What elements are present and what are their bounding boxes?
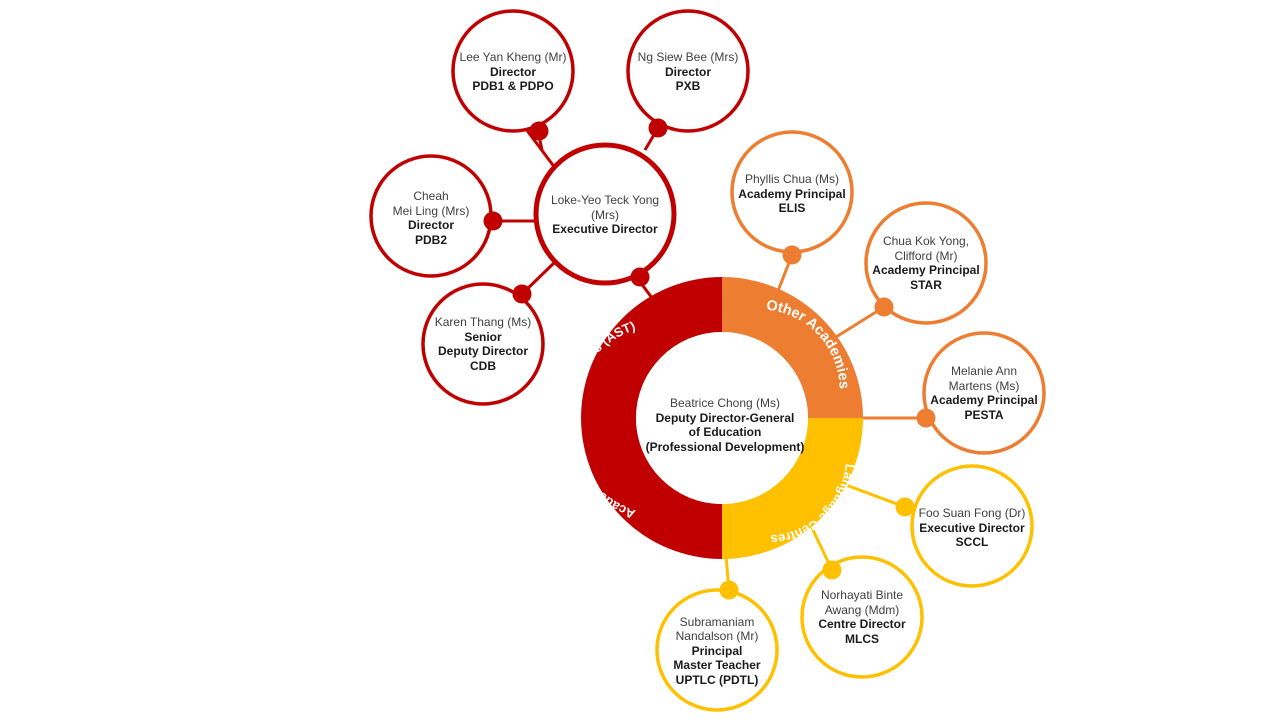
circle-loke-yeo	[533, 142, 677, 286]
circle-ng-siew-bee	[626, 9, 750, 133]
center-node-role-line: Deputy Director-General	[655, 410, 795, 425]
circle-foo-suan-fong	[910, 464, 1034, 588]
ring-segment-language-centres	[722, 418, 863, 559]
connector-dot	[529, 121, 549, 141]
node-name-line: Ng Siew Bee (Mrs)	[637, 50, 739, 65]
center-node-role-line: of Education	[688, 425, 762, 439]
connector-dot	[916, 408, 936, 428]
node-name-line: Clifford (Mr)	[894, 248, 958, 263]
connector-dot	[648, 118, 668, 138]
connector-dot	[630, 267, 650, 287]
director-node-pdb1: Lee Yan Kheng (Mr) Director PDB1 & PDPO	[453, 42, 573, 102]
academy-node-elis: Phyllis Chua (Ms) Academy Principal ELIS	[732, 164, 852, 224]
node-role-line: UPTLC (PDTL)	[675, 672, 759, 687]
connector-dot	[512, 284, 532, 304]
node-name-line: Nandalson (Mr)	[675, 629, 759, 644]
connector-dot	[874, 297, 894, 317]
node-role-line: Deputy Director	[437, 344, 529, 358]
node-name-line: Lee Yan Kheng (Mr)	[459, 50, 567, 65]
center-node: Beatrice Chong (Ms) Deputy Director-Gene…	[644, 380, 806, 470]
node-name-line: Subramaniam	[679, 614, 755, 629]
node-name-line: Melanie Ann	[950, 364, 1018, 378]
circle-norhayati	[800, 555, 924, 679]
language-centre-node-sccl: Foo Suan Fong (Dr) Executive Director SC…	[912, 498, 1032, 558]
node-role-line: Principal	[691, 643, 743, 658]
node-name-line: Awang (Mdm)	[824, 602, 900, 617]
node-name-line: Chua Kok Yong,	[882, 234, 970, 248]
node-role-line: Academy Principal	[738, 186, 846, 201]
connector-dot	[483, 211, 503, 231]
ring-segment-other-academies	[722, 277, 863, 418]
connector-dot	[822, 560, 842, 580]
node-name-line: Mei Ling (Mrs)	[392, 203, 470, 218]
circle-subramaniam	[655, 588, 779, 712]
node-role-line: STAR	[910, 277, 942, 292]
node-circles	[369, 9, 1046, 712]
director-node-pdb2: Cheah Mei Ling (Mrs) Director PDB2	[376, 186, 486, 250]
connector-dots	[483, 118, 936, 600]
connector-dot	[782, 245, 802, 265]
connector-dot	[719, 580, 739, 600]
node-role-line: ELIS	[778, 201, 806, 216]
node-role-line: Academy Principal	[872, 263, 980, 277]
executive-director-node: Loke-Yeo Teck Yong (Mrs) Executive Direc…	[540, 175, 670, 255]
node-role-line: SCCL	[955, 535, 989, 550]
center-node-role-line: (Professional Development)	[645, 439, 805, 454]
center-node-name: Beatrice Chong (Ms)	[669, 396, 781, 410]
node-name-line: Foo Suan Fong (Dr)	[918, 506, 1026, 521]
node-role-line: Master Teacher	[673, 658, 761, 673]
node-role-line: Director	[407, 218, 454, 232]
node-role-line: PXB	[675, 79, 701, 94]
center-ring	[581, 277, 863, 559]
node-role-line: PDB2	[414, 232, 447, 247]
node-role-line: MLCS	[845, 631, 879, 646]
language-centre-node-uptlc: Subramaniam Nandalson (Mr) Principal Mas…	[657, 612, 777, 690]
circle-karen-thang	[421, 282, 545, 406]
node-name-line: Loke-Yeo Teck Yong	[550, 193, 660, 208]
ring-segment-ast	[581, 277, 722, 559]
node-role-line: Centre Director	[818, 617, 906, 631]
node-role-line: Executive Director	[919, 520, 1025, 535]
director-node-cdb: Karen Thang (Ms) Senior Deputy Director …	[423, 312, 543, 376]
academy-node-pesta: Melanie Ann Martens (Ms) Academy Princip…	[924, 361, 1044, 425]
connector-dot	[895, 497, 915, 517]
circle-melanie-martens	[922, 331, 1046, 455]
connector-line	[845, 483, 906, 509]
circle-chua-kok-yong	[864, 201, 988, 325]
language-centre-node-mlcs: Norhayati Binte Awang (Mdm) Centre Direc…	[802, 585, 922, 649]
node-name-line: Phyllis Chua (Ms)	[744, 172, 840, 187]
director-node-pxb: Ng Siew Bee (Mrs) Director PXB	[628, 42, 748, 102]
node-name-line: (Mrs)	[591, 207, 619, 222]
node-role-line: Director	[664, 64, 711, 79]
node-role-line: Director	[489, 64, 536, 79]
node-role-line: PDB1 & PDPO	[472, 79, 554, 94]
node-role-line: Executive Director	[552, 222, 658, 237]
node-name-line: Martens (Ms)	[948, 378, 1020, 393]
node-name-line: Karen Thang (Ms)	[434, 315, 532, 329]
node-role-line: Academy Principal	[930, 393, 1038, 407]
node-role-line: Senior	[464, 329, 502, 344]
node-role-line: PESTA	[964, 407, 1004, 422]
node-role-line: CDB	[470, 358, 496, 373]
node-name-line: Norhayati Binte	[820, 588, 904, 602]
circle-lee-yan-kheng	[451, 9, 575, 133]
academy-node-star: Chua Kok Yong, Clifford (Mr) Academy Pri…	[866, 231, 986, 295]
node-name-line: Cheah	[413, 189, 449, 203]
center-circle	[636, 332, 808, 504]
